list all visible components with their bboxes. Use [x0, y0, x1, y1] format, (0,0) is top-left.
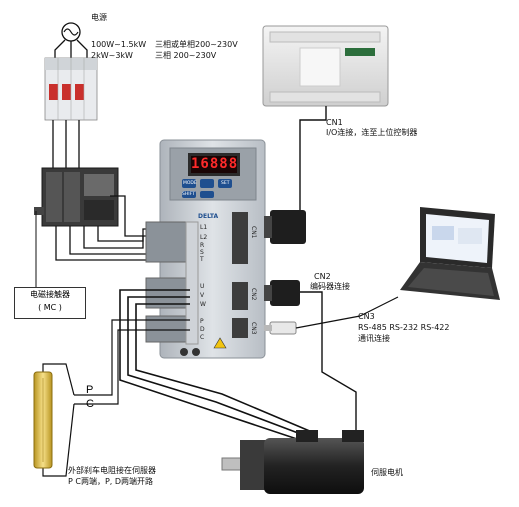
- resistor-terminal-c: C: [86, 398, 94, 410]
- terminal-l1: L1: [200, 224, 208, 231]
- power-title: 电源: [91, 13, 107, 22]
- cn3-title: CN3: [358, 312, 375, 321]
- terminal-l2: L2: [200, 234, 208, 241]
- cn2-description: 编码器连接: [310, 282, 350, 291]
- terminal-v: V: [200, 292, 205, 299]
- contactor-label-box: 电磁接触器 ( MC ): [14, 287, 86, 319]
- servo-motor: [221, 430, 364, 494]
- power-spec-1-left: 100W~1.5kW: [91, 40, 147, 49]
- drive-display: 16888: [191, 156, 239, 173]
- terminal-t: T: [200, 256, 204, 263]
- power-spec-2-right: 三相 200~230V: [155, 51, 217, 60]
- brake-resistor: [33, 371, 53, 469]
- cn3-plug: [264, 321, 297, 335]
- power-spec-2-left: 2kW~3kW: [91, 51, 133, 60]
- cn1-description: I/O连接，连至上位控制器: [326, 128, 418, 137]
- cn2-encoder-cable: [300, 291, 357, 440]
- resistor-wires: [42, 319, 190, 477]
- servo-motor-label: 伺服电机: [371, 468, 403, 477]
- cn2-title: CN2: [314, 272, 331, 281]
- magnetic-contactor: [34, 167, 119, 227]
- terminal-w: W: [200, 301, 206, 308]
- terminal-p: P: [200, 318, 204, 325]
- resistor-note-1: 外部刹车电阻接在伺服器: [68, 466, 156, 475]
- mode-key-label: MODE: [183, 181, 197, 186]
- shift-key-label: SHIFT: [182, 192, 195, 197]
- motor-power-cables: [119, 289, 313, 441]
- port-cn3: CN3: [250, 322, 257, 335]
- terminal-d: D: [200, 326, 205, 333]
- resistor-terminal-p: P: [86, 384, 94, 396]
- cn3-description: 通讯连接: [358, 334, 390, 343]
- set-key-label: SET: [221, 181, 230, 186]
- drive-brand: DELTA: [198, 213, 219, 220]
- resistor-note-2: P C两端，P, D两端开路: [68, 477, 154, 486]
- terminal-r: R: [200, 242, 205, 249]
- circuit-breaker: [44, 57, 98, 121]
- cn3-protocols: RS-485 RS-232 RS-422: [358, 323, 450, 332]
- breaker-to-contactor-wires: [52, 120, 80, 168]
- ac-source-icon: [61, 22, 81, 42]
- plc-controller: [262, 25, 389, 107]
- terminal-u: U: [200, 283, 205, 290]
- power-spec-1-right: 三相或单相200~230V: [155, 40, 238, 49]
- port-cn2: CN2: [250, 288, 257, 301]
- power-wires: [54, 39, 88, 60]
- terminal-s: S: [200, 249, 204, 256]
- port-cn1: CN1: [250, 226, 257, 239]
- terminal-c: C: [200, 334, 205, 341]
- cn1-title: CN1: [326, 118, 343, 127]
- cn2-plug: [264, 280, 300, 306]
- laptop-computer: [400, 207, 500, 300]
- contactor-label: 电磁接触器: [30, 290, 70, 299]
- contactor-code: ( MC ): [38, 303, 62, 312]
- cn3-comm-cable: [295, 296, 399, 329]
- cn1-plug: [264, 210, 306, 244]
